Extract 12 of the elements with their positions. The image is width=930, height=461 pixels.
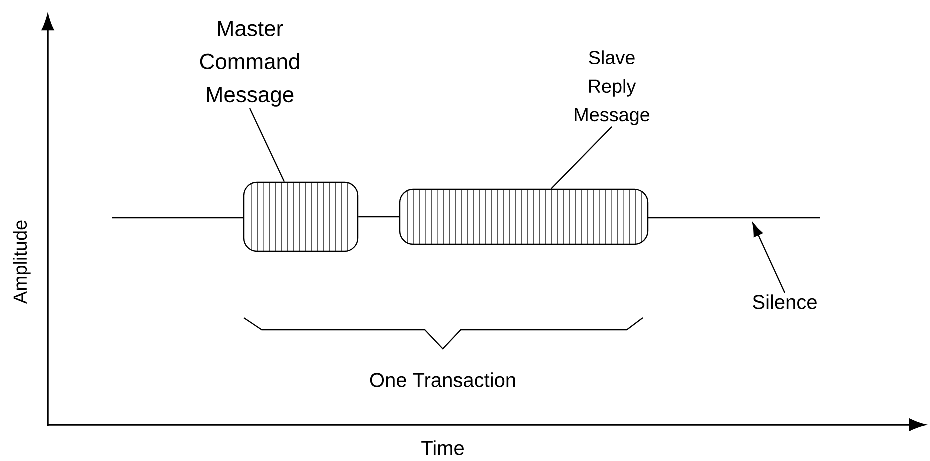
leader-line [551, 126, 612, 190]
callout-text: Master Command Message [200, 21, 300, 107]
leader-arrow [752, 222, 786, 294]
axis-label: Time [422, 440, 464, 456]
message-block [399, 188, 649, 246]
callout-text: Slave Reply Message [575, 50, 650, 126]
signal-line [358, 216, 400, 218]
leader-line [249, 108, 286, 182]
callout-text: Silence [753, 294, 817, 310]
message-block [243, 182, 359, 252]
axis-label: One Transaction [370, 372, 516, 388]
axis-label: Amplitude [13, 220, 31, 304]
